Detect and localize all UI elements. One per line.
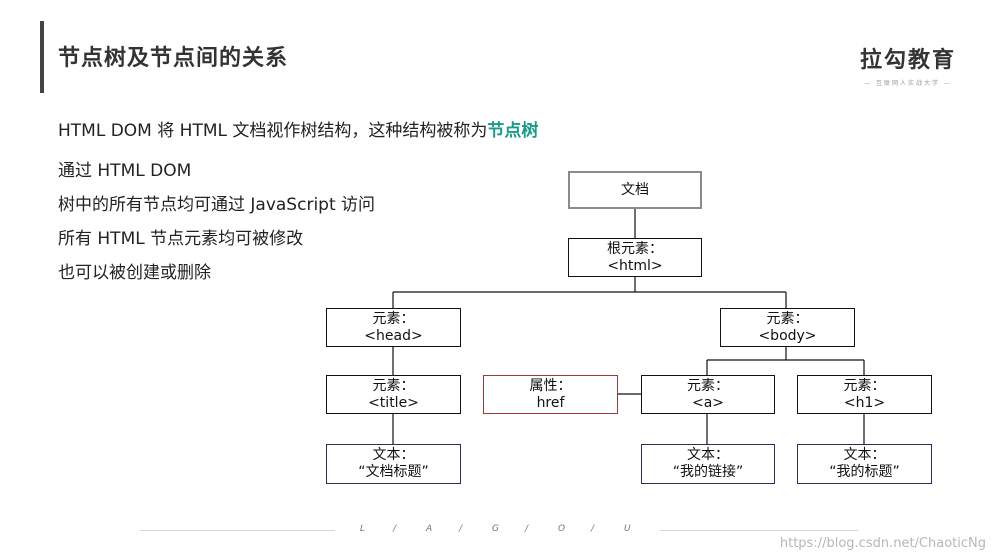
intro-highlight: 节点树: [487, 121, 539, 141]
footer-letter: /: [393, 524, 397, 534]
node-document: 文档: [568, 171, 702, 209]
title-accent-bar: [40, 21, 44, 93]
brand-tagline: — 互联网人实战大学 —: [864, 80, 952, 87]
node-text-a: 文本： “我的链接”: [641, 444, 775, 484]
footer-rule-left: [140, 530, 335, 531]
node-text-a-kind: 文本：: [687, 447, 729, 463]
node-a-tag: <a>: [691, 394, 725, 411]
bullet-list: 通过 HTML DOM 树中的所有节点均可通过 JavaScript 访问 所有…: [58, 154, 375, 290]
node-attribute-kind: 属性：: [529, 377, 572, 394]
bullet-item: 也可以被创建或删除: [58, 263, 211, 283]
node-html-tag: <html>: [607, 257, 663, 274]
node-head-tag: <head>: [364, 327, 423, 344]
node-head-kind: 元素：: [372, 310, 415, 327]
node-h1-tag: <h1>: [843, 394, 886, 411]
footer-letter: U: [624, 524, 631, 534]
footer-letters: L / A / G / O / U: [360, 524, 657, 534]
footer-letter: /: [459, 524, 463, 534]
footer-letter: /: [525, 524, 529, 534]
node-text-title: 文本： “文档标题”: [326, 444, 461, 484]
node-a: 元素： <a>: [641, 375, 775, 414]
bullet-item: 通过 HTML DOM: [58, 161, 192, 181]
node-text-h1-kind: 文本：: [843, 447, 886, 463]
node-attribute-href: 属性： href: [483, 375, 618, 414]
node-h1-kind: 元素：: [843, 377, 886, 394]
bullet-item: 所有 HTML 节点元素均可被修改: [58, 229, 304, 249]
node-text-title-value: “文档标题”: [358, 464, 429, 480]
node-a-kind: 元素：: [687, 377, 729, 394]
footer-rule-right: [660, 530, 858, 531]
brand-logo: 拉勾教育 — 互联网人实战大学 —: [860, 42, 956, 87]
node-body-kind: 元素：: [766, 310, 809, 327]
node-body: 元素： <body>: [720, 308, 855, 347]
footer-letter: L: [360, 524, 366, 534]
node-text-h1-value: “我的标题”: [829, 464, 900, 480]
footer-letter: G: [492, 524, 499, 534]
footer-letter: /: [591, 524, 595, 534]
node-h1: 元素： <h1>: [797, 375, 932, 414]
node-title-tag: <title>: [368, 394, 419, 411]
node-text-a-value: “我的链接”: [672, 464, 744, 480]
footer-letter: O: [558, 524, 566, 534]
node-html-kind: 根元素：: [607, 240, 663, 257]
node-title-kind: 元素：: [372, 377, 415, 394]
bullet-item: 树中的所有节点均可通过 JavaScript 访问: [58, 195, 376, 215]
node-document-label: 文档: [621, 181, 649, 198]
watermark: https://blog.csdn.net/ChaoticNg: [779, 536, 986, 551]
node-html: 根元素： <html>: [568, 238, 702, 277]
node-attribute-name: href: [536, 394, 565, 411]
brand-name: 拉勾教育: [859, 48, 956, 73]
node-text-title-kind: 文本：: [372, 447, 415, 463]
footer-letter: A: [426, 524, 433, 534]
slide-title: 节点树及节点间的关系: [58, 46, 289, 71]
node-head: 元素： <head>: [326, 308, 461, 347]
intro-text: HTML DOM 将 HTML 文档视作树结构，这种结构被称为: [58, 121, 488, 141]
node-body-tag: <body>: [758, 327, 817, 344]
intro-sentence: HTML DOM 将 HTML 文档视作树结构，这种结构被称为节点树: [58, 116, 538, 141]
node-text-h1: 文本： “我的标题”: [797, 444, 932, 484]
node-title: 元素： <title>: [326, 375, 461, 414]
